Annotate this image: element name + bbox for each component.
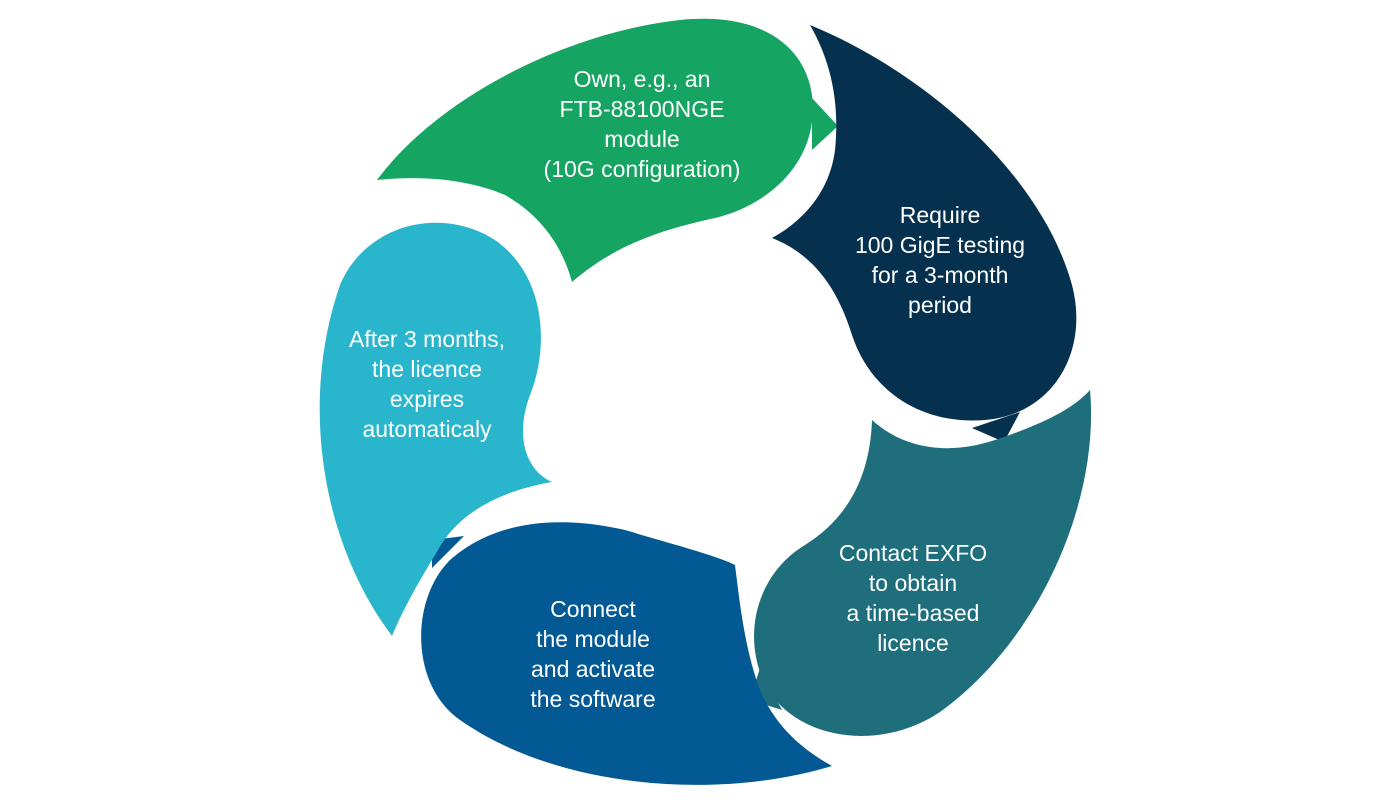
step-1-line-1: Own, e.g., an <box>573 66 711 92</box>
step-5-label: After 3 months, the licence expires auto… <box>302 324 552 444</box>
step-2-line-2: 100 GigE testing <box>854 232 1026 258</box>
arrow-step-2 <box>972 412 1020 442</box>
step-5-line-1: After 3 months, <box>349 326 505 352</box>
step-5-line-4: automaticaly <box>362 416 492 442</box>
step-4-line-1: Connect <box>550 596 636 622</box>
step-5-line-3: expires <box>389 386 465 412</box>
petal-step-3 <box>754 390 1092 736</box>
step-1-label: Own, e.g., an FTB-88100NGE module (10G c… <box>512 64 772 184</box>
petal-step-1 <box>377 18 813 282</box>
step-3-line-2: to obtain <box>868 570 958 596</box>
step-1-line-2: FTB-88100NGE <box>559 96 725 122</box>
step-2-line-1: Require <box>899 202 981 228</box>
step-4-line-4: the software <box>530 686 656 712</box>
step-4-line-3: and activate <box>530 656 656 682</box>
step-2-line-3: for a 3-month <box>871 262 1009 288</box>
petal-step-2 <box>772 25 1077 421</box>
step-2-label: Require 100 GigE testing for a 3-month p… <box>815 200 1065 320</box>
step-3-line-3: a time-based <box>846 600 980 626</box>
step-4-line-2: the module <box>536 626 650 652</box>
step-3-line-1: Contact EXFO <box>838 540 988 566</box>
arrow-step-1 <box>812 98 838 150</box>
step-1-line-3: module <box>604 126 680 152</box>
step-3-label: Contact EXFO to obtain a time-based lice… <box>788 538 1038 658</box>
step-1-line-4: (10G configuration) <box>543 156 741 182</box>
step-3-line-4: licence <box>877 630 949 656</box>
petal-step-5 <box>319 222 552 636</box>
petal-step-4 <box>421 522 832 785</box>
step-2-line-4: period <box>908 292 972 318</box>
step-5-line-2: the licence <box>372 356 482 382</box>
step-4-label: Connect the module and activate the soft… <box>468 594 718 714</box>
